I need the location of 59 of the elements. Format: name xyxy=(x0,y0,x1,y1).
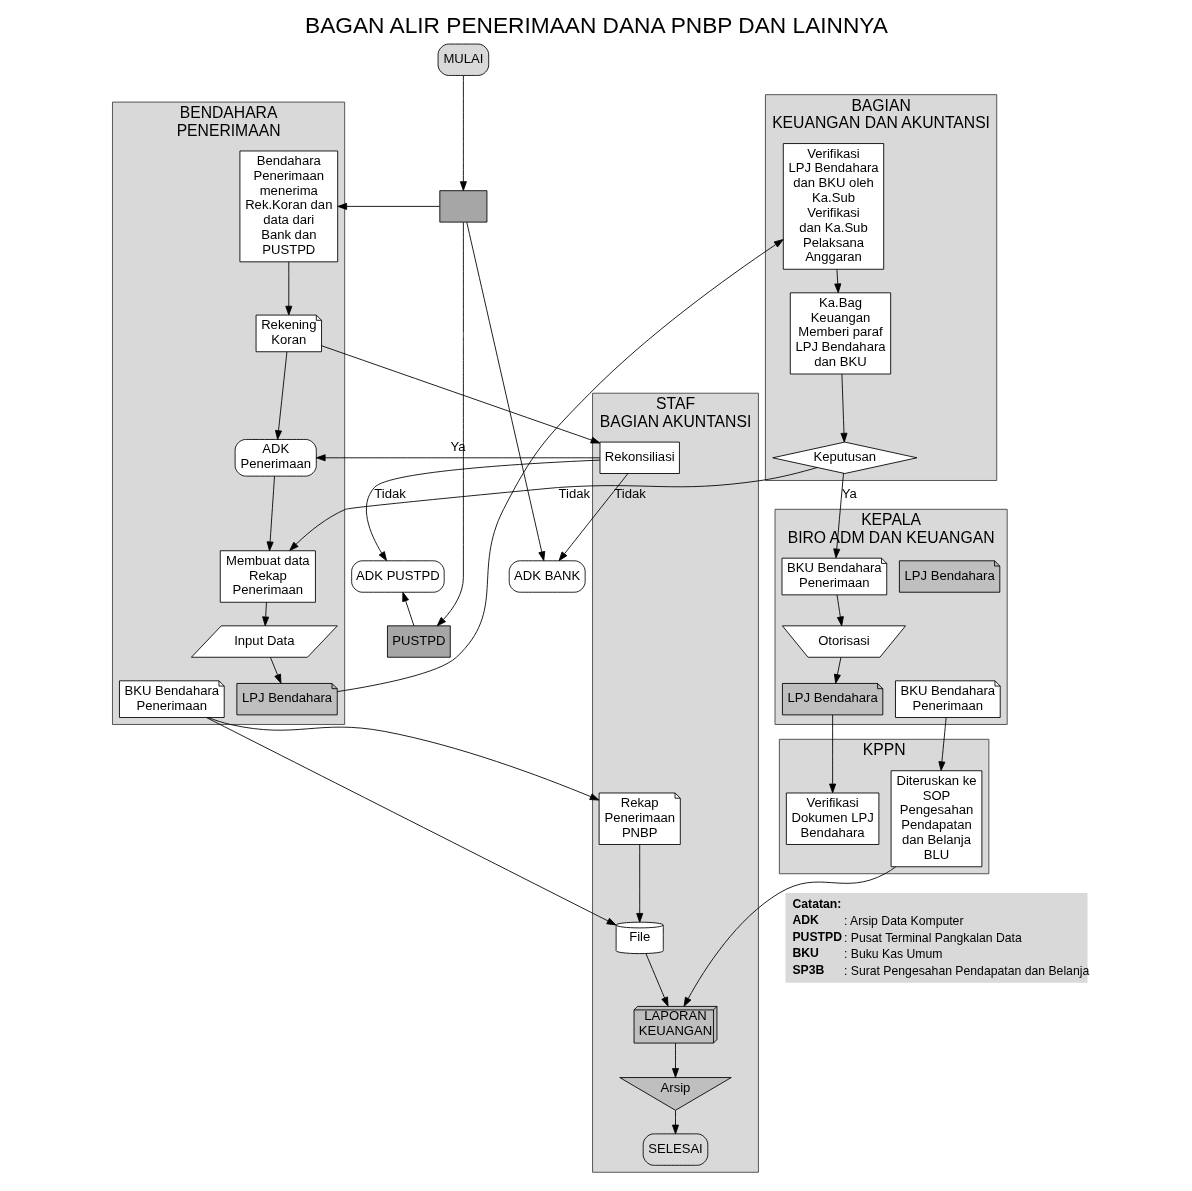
arrow xyxy=(207,717,599,801)
node-box: Bendahara Penerimaan menerima Rek.Koran dan data dari Bank dan PUSTPD xyxy=(239,150,338,263)
node-box: Verifikasi LPJ Bendahara dan BKU oleh Ka.Sub Verifikasi dan Ka.Sub Pelaksana Anggaran xyxy=(782,143,884,270)
node-box: ADK BANK xyxy=(508,560,586,593)
diagram-title: BAGAN ALIR PENERIMAAN DANA PNBP DAN LAINNYA xyxy=(304,12,888,39)
arrow xyxy=(836,594,844,627)
arrow xyxy=(288,467,818,551)
label: : Arsip Data Komputer xyxy=(843,913,963,928)
node-box: ADK Penerimaan xyxy=(234,439,317,477)
arrow xyxy=(436,221,464,627)
arrow xyxy=(645,953,668,1007)
arrow xyxy=(459,75,467,191)
node-box: Rekonsiliasi xyxy=(599,441,680,474)
arrow xyxy=(315,454,600,462)
node-box: MULAI xyxy=(437,43,489,76)
node-box: Verifikasi Dokumen LPJ Bendahara xyxy=(785,792,879,845)
label: : Buku Kas Umum xyxy=(843,947,942,962)
arrow xyxy=(336,239,784,693)
arrow xyxy=(266,475,275,552)
arrow xyxy=(828,714,836,794)
arrow xyxy=(205,717,616,926)
arrow xyxy=(401,591,414,627)
arrow xyxy=(558,473,628,562)
arrow xyxy=(284,261,292,316)
arrow xyxy=(261,601,269,627)
arrow xyxy=(320,345,600,444)
label: PUSTPD xyxy=(791,929,842,944)
edge-label: Tidak xyxy=(557,485,590,501)
arrow xyxy=(465,221,545,561)
node-box: PUSTPD xyxy=(386,625,451,658)
arrow xyxy=(365,459,600,562)
label: Catatan: xyxy=(791,896,841,911)
label: : Pusat Terminal Pangkalan Data xyxy=(843,930,1022,945)
arrow xyxy=(671,1110,679,1135)
label: : Surat Pengesahan Pendapatan dan Belanja xyxy=(843,963,1089,978)
node-box: ADK PUSTPD xyxy=(350,560,445,593)
label: BKU xyxy=(791,946,819,961)
node-box: Diteruskan ke SOP Pengesahan Pendapatan dan Belanja BLU xyxy=(890,770,982,868)
node-box: Membuat data Rekap Penerimaan xyxy=(219,550,316,603)
node-box: Ka.Bag Keuangan Memberi paraf LPJ Bendahara dan BKU xyxy=(789,292,891,375)
arrow xyxy=(274,351,287,440)
arrow xyxy=(840,373,847,443)
arrow xyxy=(833,656,841,684)
arrow xyxy=(937,717,947,771)
edge-label: Ya xyxy=(841,485,857,501)
arrow xyxy=(683,866,896,1007)
node-box xyxy=(438,190,487,223)
arrow xyxy=(833,269,841,294)
arrow xyxy=(832,472,844,559)
label: ADK xyxy=(791,913,819,928)
label: SP3B xyxy=(791,962,824,977)
arrow xyxy=(336,202,440,210)
arrow xyxy=(635,844,643,923)
node-box: SELESAI xyxy=(642,1133,708,1166)
edge-label: Tidak xyxy=(613,485,646,501)
edge-label: Tidak xyxy=(373,485,406,501)
arrow xyxy=(269,656,281,684)
node-diamond: Keputusan xyxy=(771,441,917,474)
arrow xyxy=(671,1042,679,1078)
